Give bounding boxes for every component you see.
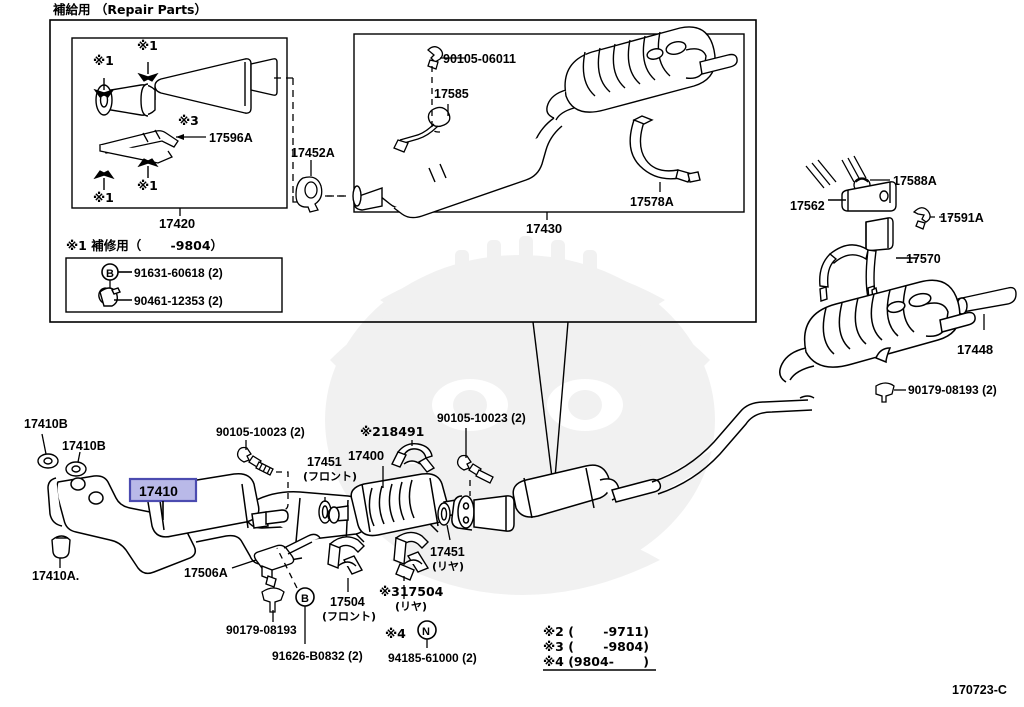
part-90105-10023-bolt-left bbox=[236, 446, 274, 476]
leader-17506A bbox=[231, 559, 257, 569]
part-17448-tailpipe bbox=[953, 286, 1017, 315]
badge-B-note: B bbox=[106, 268, 114, 280]
part-17504-rear-bracket bbox=[393, 531, 430, 581]
part-90179-08193-grommet-right bbox=[875, 382, 895, 403]
dashline-badge-B bbox=[276, 547, 298, 589]
badge-N-group: N bbox=[417, 620, 437, 640]
label-17452A: 17452A bbox=[291, 146, 335, 160]
label-17451-rear: 17451 bbox=[430, 545, 465, 559]
label-17410B-lower: 17410B bbox=[62, 439, 106, 453]
label-mark1-d: ※1 bbox=[137, 178, 158, 193]
main-center-muffler bbox=[451, 399, 813, 532]
label-17451-front: 17451 bbox=[307, 455, 342, 469]
part-17430-pipe bbox=[352, 117, 563, 219]
label-17504-front: 17504 bbox=[330, 595, 365, 609]
label-17400: 17400 bbox=[348, 448, 384, 463]
label-218491: ※218491 bbox=[360, 424, 424, 439]
label-17591A: 17591A bbox=[940, 211, 984, 225]
label-91631-60618: 91631-60618 (2) bbox=[134, 266, 223, 280]
label-17451-front-sub: (フロント) bbox=[303, 470, 357, 483]
part-17562-hanger bbox=[841, 181, 897, 212]
diagram-ref-code: 170723-C bbox=[952, 683, 1007, 697]
part-17504-front-bracket bbox=[327, 536, 365, 575]
part-17410B-gasket-lower bbox=[65, 461, 87, 477]
note-row-bolt: B 91631-60618 (2) bbox=[101, 263, 223, 288]
part-90105-06011-bolt bbox=[427, 46, 444, 70]
label-17506A: 17506A bbox=[184, 566, 228, 580]
label-17585: 17585 bbox=[434, 87, 469, 101]
legend-line-1: ※2 ( -9711) bbox=[543, 624, 649, 639]
leader-17451-rear bbox=[446, 524, 451, 541]
label-mark3: ※3 bbox=[178, 113, 199, 128]
leader-17410B-lower bbox=[77, 451, 81, 463]
arrow-17596A bbox=[176, 134, 184, 140]
label-17410-highlighted[interactable]: 17410 bbox=[139, 483, 178, 499]
clamp-glyph-group bbox=[93, 62, 159, 190]
part-90179-08193-grommet-main bbox=[261, 587, 285, 613]
legend-line-2: ※3 ( -9804) bbox=[543, 639, 649, 654]
part-17451-rear-ring bbox=[437, 502, 451, 526]
legend-line-3: ※4 (9804- ) bbox=[543, 654, 649, 669]
label-90105-10023-left: 90105-10023 (2) bbox=[216, 425, 305, 439]
label-90105-06011: 90105-06011 bbox=[443, 52, 516, 66]
note-row-nut: 90461-12353 (2) bbox=[98, 287, 223, 308]
label-17420: 17420 bbox=[159, 216, 195, 231]
label-17570: 17570 bbox=[906, 252, 941, 266]
part-17430-rear-muffler bbox=[546, 26, 738, 121]
part-17578A-clamp bbox=[629, 115, 701, 183]
badge-B-main: B bbox=[301, 593, 309, 605]
badge-B-group: B bbox=[295, 587, 315, 607]
part-17591A-clip bbox=[912, 207, 931, 230]
label-mark1-b: ※1 bbox=[137, 38, 158, 53]
main-rear-muffler bbox=[779, 279, 976, 383]
part-17506A-hanger bbox=[253, 533, 321, 588]
connector-line-a bbox=[532, 321, 556, 503]
label-17410A: 17410A. bbox=[32, 569, 79, 583]
label-90179-08193-main: 90179-08193 bbox=[226, 623, 297, 637]
connector-line-b bbox=[552, 321, 569, 503]
label-17451-rear-sub: (リヤ) bbox=[432, 560, 464, 573]
part-218491-bracket bbox=[391, 442, 436, 473]
note-box-title: ※1 補修用（ -9804） bbox=[66, 238, 223, 253]
panel-17430-box bbox=[353, 33, 745, 213]
label-17596A: 17596A bbox=[209, 131, 253, 145]
note-box bbox=[65, 257, 283, 313]
dashline-90105-left bbox=[276, 471, 289, 511]
repair-parts-header: 補給用 （Repair Parts） bbox=[52, 2, 207, 17]
label-17504-rear-sub: (リヤ) bbox=[395, 600, 427, 613]
part-17452A-ring bbox=[295, 176, 323, 213]
label-17504-front-sub: (フロント) bbox=[322, 610, 376, 623]
hatch-marks-17562 bbox=[805, 155, 867, 189]
label-91626-B0832: 91626-B0832 (2) bbox=[272, 649, 363, 663]
label-mark1-c: ※1 bbox=[93, 190, 114, 205]
pipe-end-cap bbox=[799, 395, 815, 399]
label-17578A: 17578A bbox=[630, 195, 674, 209]
crest-pupils bbox=[453, 390, 602, 420]
part-17596A-bracket bbox=[98, 129, 179, 164]
dashline-90105-06011 bbox=[431, 66, 440, 133]
badge-N-main: N bbox=[422, 626, 430, 638]
label-17448: 17448 bbox=[957, 342, 993, 357]
label-mark4: ※4 bbox=[385, 626, 406, 641]
part-17410B-gasket-upper bbox=[37, 453, 59, 469]
part-17410A-nut bbox=[51, 535, 71, 559]
part-17585-sensor bbox=[393, 106, 451, 153]
label-90179-08193-right: 90179-08193 (2) bbox=[908, 383, 997, 397]
label-mark1-a: ※1 bbox=[93, 53, 114, 68]
repair-parts-outer-box bbox=[49, 19, 757, 323]
label-17588A: 17588A bbox=[893, 174, 937, 188]
label-17562: 17562 bbox=[790, 199, 825, 213]
part-17420-muffler bbox=[95, 58, 278, 117]
label-17504-rear: ※317504 bbox=[379, 584, 444, 599]
label-17430: 17430 bbox=[526, 221, 562, 236]
leader-17410B-upper bbox=[41, 433, 47, 455]
part-90105-10023-bolt-right bbox=[456, 454, 494, 484]
label-90105-10023-right: 90105-10023 (2) bbox=[437, 411, 526, 425]
label-94185-61000: 94185-61000 (2) bbox=[388, 651, 477, 665]
label-90461-12353: 90461-12353 (2) bbox=[134, 294, 223, 308]
label-17410B-upper: 17410B bbox=[24, 417, 68, 431]
